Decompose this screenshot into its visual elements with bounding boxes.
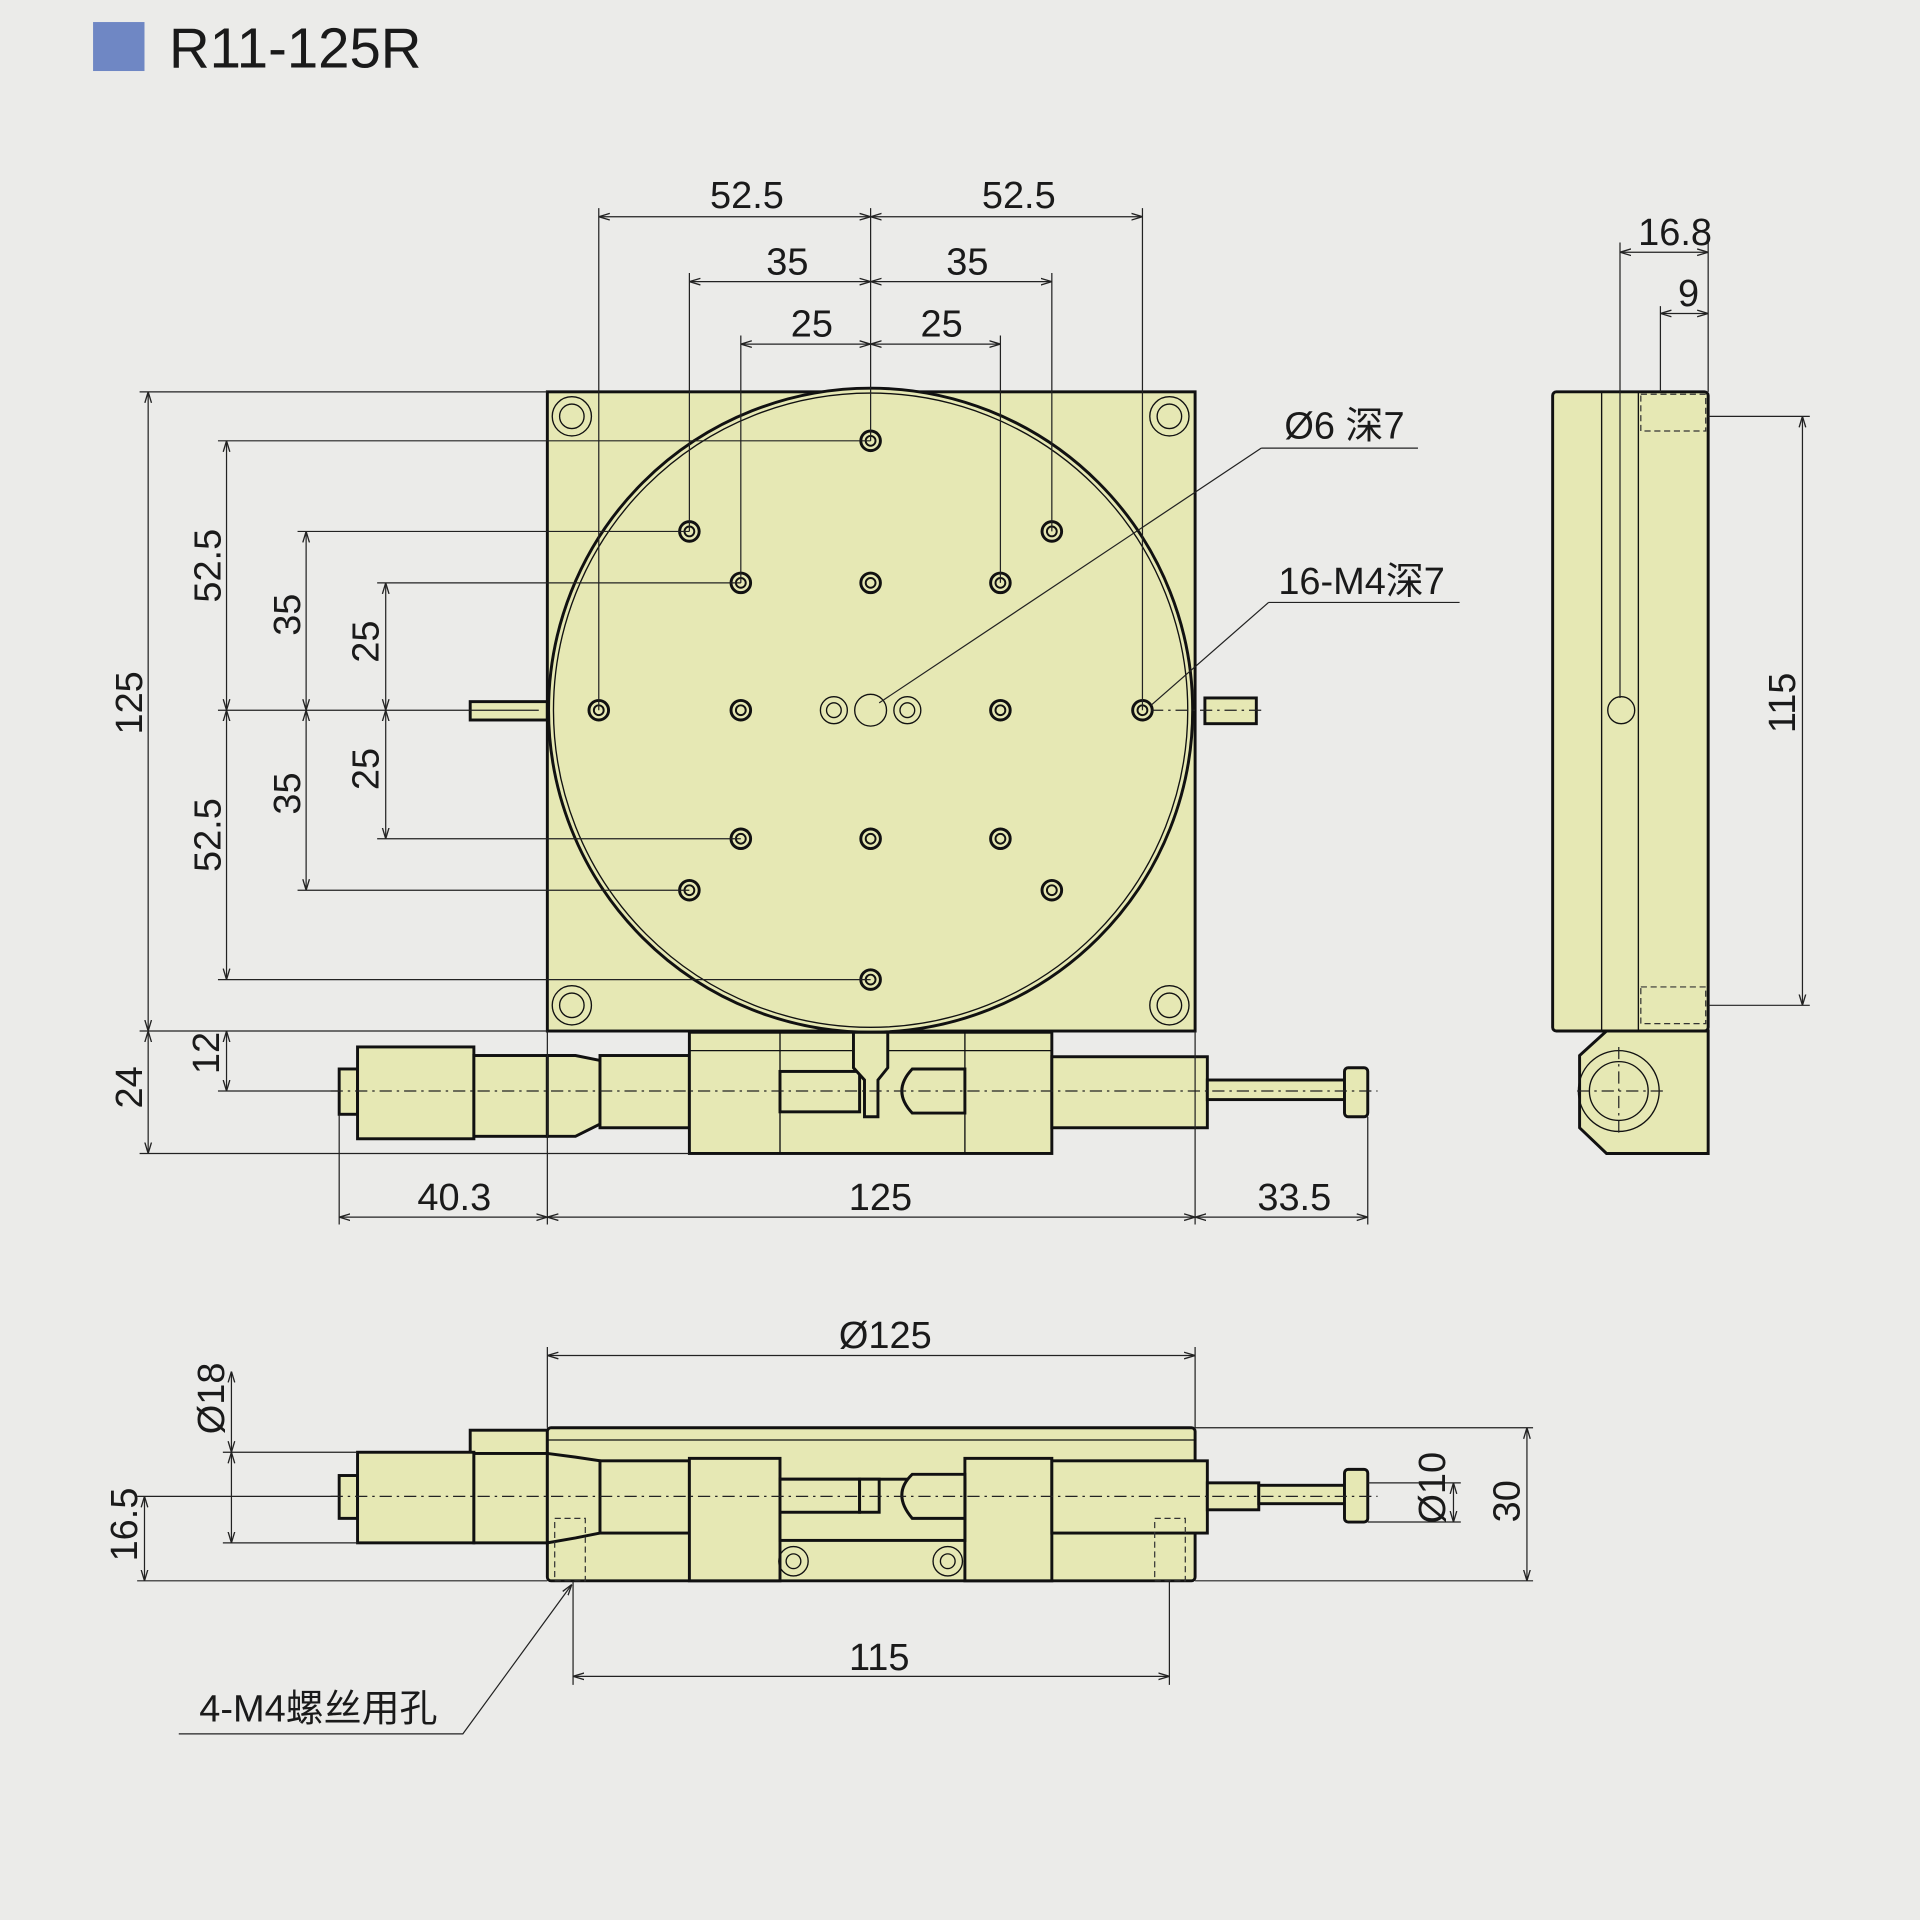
m4-hole xyxy=(989,698,1012,722)
m4-hole xyxy=(859,827,882,851)
m4-hole xyxy=(729,698,753,722)
dim-h-mid-left: 35 xyxy=(766,241,808,283)
dimension-lines xyxy=(137,208,1810,1735)
dim-front-hole-pitch: 115 xyxy=(849,1637,909,1679)
m4-hole xyxy=(859,571,882,595)
dim-side-thickness: 16.8 xyxy=(1638,212,1712,254)
dim-table-diameter: Ø125 xyxy=(839,1315,932,1357)
corner-holes xyxy=(551,396,1190,1026)
m4-hole xyxy=(734,704,747,717)
dim-axis-height: 16.5 xyxy=(104,1488,146,1562)
dim-overall-height: 125 xyxy=(109,671,151,734)
m4-hole xyxy=(989,827,1012,851)
rotary-table xyxy=(547,386,1195,1034)
dim-v-inner-top: 25 xyxy=(345,621,387,663)
dim-width: 125 xyxy=(849,1177,912,1219)
dimension-labels: 52.5 52.5 35 35 25 25 52.5 52.5 35 35 25… xyxy=(104,175,1804,1730)
dim-micrometer-height: 24 xyxy=(109,1066,151,1108)
tapped-holes-note: 16-M4深7 xyxy=(1278,561,1445,603)
front-view xyxy=(330,1426,1378,1583)
dim-v-mid-bottom: 35 xyxy=(267,772,309,814)
dim-h-outer-left: 52.5 xyxy=(710,175,784,217)
dim-right-overhang: 33.5 xyxy=(1257,1177,1331,1219)
top-view xyxy=(330,386,1378,1155)
center-hole-note: Ø6 深7 xyxy=(1284,405,1404,447)
center-hole xyxy=(854,693,888,727)
m4-hole xyxy=(994,832,1007,845)
m4-hole xyxy=(994,704,1007,717)
dim-h-inner-left: 25 xyxy=(791,304,833,346)
dim-side-hole-pitch: 115 xyxy=(1762,673,1804,733)
mount-holes-note: 4-M4螺丝用孔 xyxy=(199,1689,437,1731)
side-view xyxy=(1551,390,1710,1155)
dim-front-height: 30 xyxy=(1487,1480,1529,1522)
m4-hole xyxy=(1040,878,1064,902)
page-title: R11-125R xyxy=(169,16,422,79)
dim-micrometer-axis: 12 xyxy=(186,1032,228,1074)
dim-knob-diameter: Ø10 xyxy=(1412,1452,1454,1524)
dim-h-mid-right: 35 xyxy=(946,241,988,283)
dim-v-outer-bottom: 52.5 xyxy=(187,798,229,872)
m4-hole xyxy=(864,576,877,589)
dim-side-offset: 9 xyxy=(1678,273,1699,315)
title-marker xyxy=(93,22,145,72)
dim-left-overhang: 40.3 xyxy=(417,1177,491,1219)
dim-h-inner-right: 25 xyxy=(921,304,963,346)
dim-barrel-diameter: Ø18 xyxy=(191,1363,233,1435)
dim-h-outer-right: 52.5 xyxy=(982,175,1056,217)
dim-v-mid-top: 35 xyxy=(267,594,309,636)
m4-hole xyxy=(1045,884,1058,897)
dim-v-outer-top: 52.5 xyxy=(187,529,229,603)
m4-hole xyxy=(864,832,877,845)
dim-v-inner-bottom: 25 xyxy=(345,748,387,790)
